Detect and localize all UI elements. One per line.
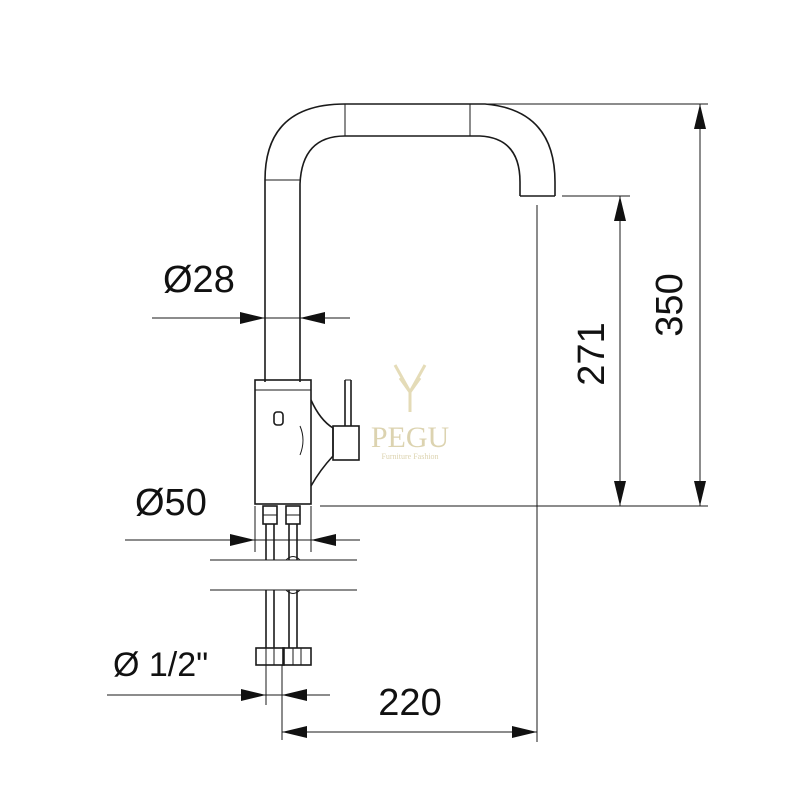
faucet-body: [254, 379, 360, 505]
arrow-right-icon: [230, 534, 255, 546]
dimension-spout-height: 271: [571, 196, 626, 506]
label-total-height: 350: [649, 273, 691, 336]
arrow-down-icon: [694, 481, 706, 506]
watermark: PEGU Furniture Fashion: [371, 364, 450, 461]
arrow-left-icon: [282, 689, 307, 701]
arrow-right-icon: [240, 312, 265, 324]
label-body-diameter: Ø50: [135, 482, 207, 524]
hose-nut-left: [255, 647, 285, 666]
supply-hoses: [210, 505, 357, 666]
watermark-brand: PEGU: [371, 421, 450, 454]
arrow-left-icon: [300, 312, 325, 324]
dimension-connection: Ø 1/2": [107, 646, 330, 740]
spout-inner-edge: [299, 135, 521, 382]
hose-nut-right: [282, 647, 312, 666]
arrow-right-icon: [241, 689, 266, 701]
watermark-tagline: Furniture Fashion: [381, 452, 438, 461]
body-housing: [254, 379, 312, 505]
arrow-up-icon: [614, 196, 626, 221]
arrow-down-icon: [614, 481, 626, 506]
dimension-reach: 220: [282, 205, 538, 742]
dimension-total-height: 350: [649, 104, 706, 506]
arrow-left-icon: [282, 726, 307, 738]
body-curve: [299, 425, 304, 456]
lever-hub: [332, 425, 360, 461]
arrow-left-icon: [311, 534, 336, 546]
arrow-up-icon: [694, 104, 706, 129]
label-spout-diameter: Ø28: [163, 259, 235, 301]
break-mark-bottom: [285, 589, 301, 594]
spout-outer-edge: [264, 103, 556, 382]
label-spout-height: 271: [571, 322, 613, 385]
label-reach: 220: [378, 682, 441, 724]
label-connection-size: Ø 1/2": [113, 646, 208, 684]
arrow-right-icon: [512, 726, 537, 738]
watermark-logo-icon: [393, 364, 427, 412]
body-aerator-icon: [273, 411, 284, 426]
faucet-spout: [264, 103, 556, 382]
lever-base: [310, 399, 334, 487]
dimension-spout-diameter: Ø28: [152, 259, 350, 324]
dimension-body-diameter: Ø50: [125, 482, 360, 552]
extension-lines: [320, 103, 708, 507]
break-mark-top: [285, 556, 301, 561]
